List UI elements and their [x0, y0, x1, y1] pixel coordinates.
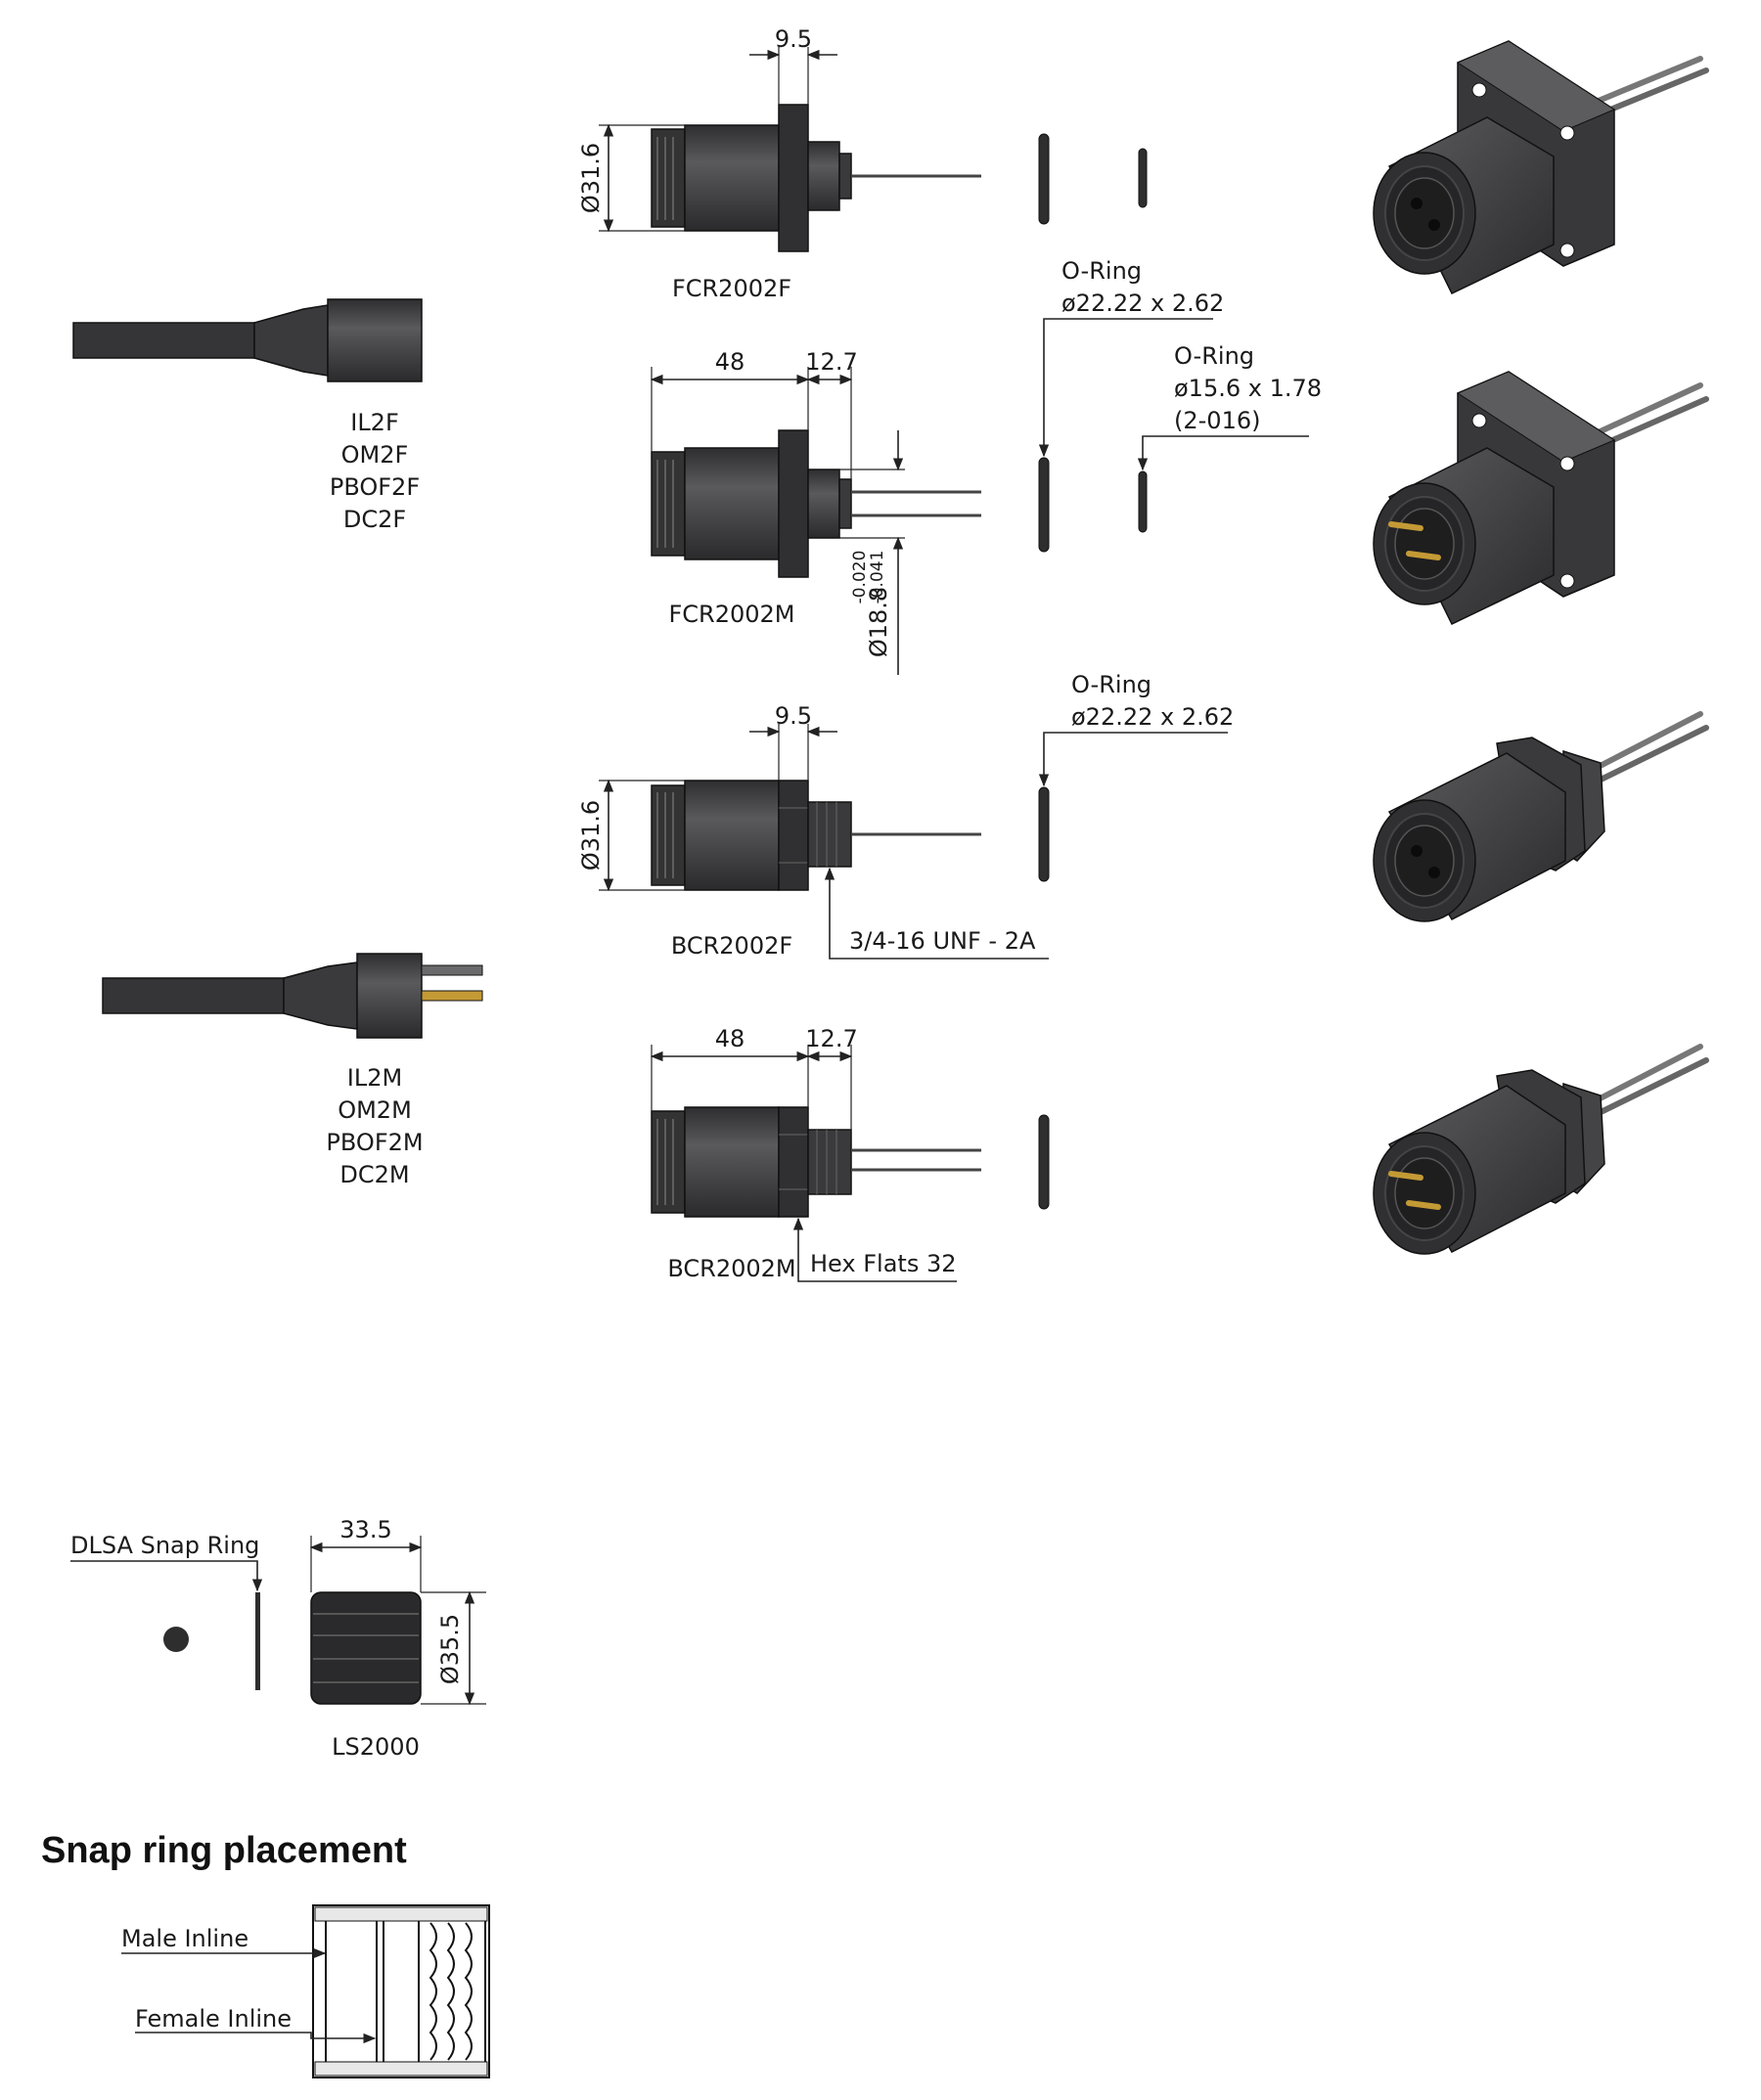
ls2000-length-dim: 33.5 — [339, 1516, 391, 1543]
bcr2002f-dia-dim: Ø31.6 — [577, 800, 605, 871]
cable-label-il2f: IL2F — [350, 409, 399, 436]
fcr2002f-side-view — [651, 104, 981, 252]
placement-male-label: Male Inline — [121, 1925, 248, 1952]
fcr2002m-tol-upper: -0.020 — [850, 551, 870, 604]
fcr2002m-name: FCR2002M — [668, 601, 794, 628]
cable-label-om2m: OM2M — [338, 1096, 412, 1124]
bcr2002m-orings — [1038, 1114, 1050, 1210]
oring-a-size: ø22.22 x 2.62 — [1061, 290, 1224, 317]
bcr2002m-side-view — [651, 1106, 981, 1218]
bcr2002m-stub-dim: 12.7 — [805, 1025, 857, 1052]
fcr2002f-orings — [1038, 133, 1148, 225]
fcr2002f-dia-dim: Ø31.6 — [577, 143, 605, 213]
fcr2002f-dimensions: 9.5 Ø31.6 FCR2002F — [577, 25, 837, 302]
snap-ring: DLSA Snap Ring — [70, 1532, 263, 1690]
placement-heading: Snap ring placement — [41, 1830, 407, 1871]
bcr2002m-dimensions: 48 12.7 Hex Flats 32 BCR2002M — [650, 1025, 957, 1282]
bcr2002f-orings — [1038, 786, 1050, 882]
bcr2002m-hex: Hex Flats 32 — [810, 1250, 956, 1277]
bcr2002f-flange-dim: 9.5 — [775, 702, 812, 730]
fcr2002m-orings — [1038, 457, 1148, 553]
oring-c-size: ø22.22 x 2.62 — [1071, 703, 1234, 731]
fcr2002m-side-view — [651, 429, 981, 578]
oring-a-title: O-Ring — [1061, 257, 1142, 285]
bcr2002f-iso-render — [1373, 711, 1709, 922]
bcr2002m-length-dim: 48 — [715, 1025, 745, 1052]
bcr2002f-thread: 3/4-16 UNF - 2A — [849, 927, 1036, 955]
fcr2002m-dia-dim: Ø18.8 — [865, 587, 892, 657]
oring-b-code: (2-016) — [1174, 407, 1260, 434]
placement-female-label: Female Inline — [135, 2005, 292, 2033]
oring-callout-a: O-Ring ø22.22 x 2.62 — [1038, 257, 1224, 458]
fcr2002f-iso-render — [1373, 40, 1709, 294]
cable-label-dc2f: DC2F — [343, 506, 406, 533]
placement-section-view — [312, 1904, 490, 2078]
oring-c-title: O-Ring — [1071, 671, 1151, 698]
oring-callout-c: O-Ring ø22.22 x 2.62 — [1038, 671, 1234, 787]
ls2000-dia-dim: Ø35.5 — [436, 1614, 464, 1684]
ls2000-name: LS2000 — [332, 1733, 420, 1761]
bcr2002f-name: BCR2002F — [671, 932, 792, 960]
bcr2002m-iso-render — [1373, 1044, 1709, 1255]
cable-label-dc2m: DC2M — [339, 1161, 409, 1188]
bcr2002m-name: BCR2002M — [667, 1255, 795, 1282]
fcr2002m-stub-dim: 12.7 — [805, 348, 857, 376]
ls2000-locking-sleeve — [310, 1591, 422, 1705]
cable-label-om2f: OM2F — [341, 441, 409, 469]
cable-label-pbof2f: PBOF2F — [330, 473, 420, 501]
cable-label-pbof2m: PBOF2M — [326, 1129, 423, 1156]
fcr2002m-iso-render — [1373, 371, 1709, 625]
bcr2002f-dimensions: 9.5 Ø31.6 3/4-16 UNF - 2A BCR2002F — [577, 702, 1049, 960]
fcr2002m-tol-lower: -0.041 — [868, 551, 887, 604]
inline-female-cable — [72, 298, 423, 382]
cable-label-il2m: IL2M — [347, 1064, 402, 1092]
fcr2002m-dimensions: 48 12.7 Ø18.8 -0.020 -0.041 FCR2002M — [650, 348, 905, 675]
inline-male-labels: IL2M OM2M PBOF2M DC2M — [326, 1064, 423, 1188]
oring-callout-b: O-Ring ø15.6 x 1.78 (2-016) — [1137, 342, 1322, 471]
snap-ring-label: DLSA Snap Ring — [70, 1532, 259, 1559]
bcr2002f-side-view — [651, 780, 981, 891]
oring-b-title: O-Ring — [1174, 342, 1254, 370]
oring-b-size: ø15.6 x 1.78 — [1174, 375, 1322, 402]
fcr2002f-flange-dim: 9.5 — [775, 25, 812, 53]
fcr2002f-name: FCR2002F — [672, 275, 791, 302]
fcr2002m-length-dim: 48 — [715, 348, 745, 376]
inline-female-labels: IL2F OM2F PBOF2F DC2F — [330, 409, 420, 533]
inline-male-cable — [102, 953, 483, 1039]
ls2000-dimensions: 33.5 Ø35.5 LS2000 — [309, 1516, 486, 1761]
placement-labels: Male Inline Female Inline — [121, 1925, 377, 2044]
